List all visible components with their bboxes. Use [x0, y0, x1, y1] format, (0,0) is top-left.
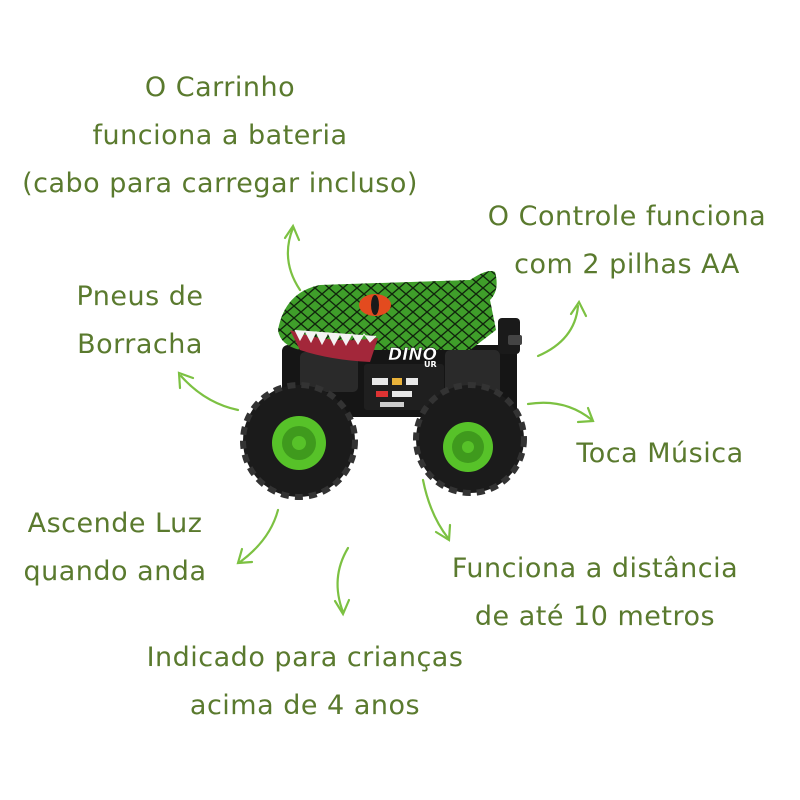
callout-tires: Pneus de Borracha [60, 273, 220, 369]
front-wheel [240, 382, 358, 500]
arrow-light [236, 508, 280, 565]
callout-age-line-1: Indicado para crianças [146, 642, 464, 673]
callout-tires-line-2: Borracha [77, 329, 203, 360]
callout-light-line-2: quando anda [23, 556, 207, 587]
logo-text: DINO [388, 345, 437, 365]
callout-distance-line-1: Funciona a distância [451, 553, 739, 584]
callout-tires-line-1: Pneus de [76, 281, 204, 312]
arrow-remote [536, 299, 588, 358]
callout-light-line-1: Ascende Luz [27, 508, 203, 539]
callout-music: Toca Música [560, 430, 760, 478]
arrow-battery [283, 223, 302, 292]
rear-wheel [413, 382, 527, 496]
callout-battery-line-3: (cabo para carregar incluso) [22, 168, 418, 199]
callout-distance: Funciona a distância de até 10 metros [440, 545, 750, 641]
dino-body [278, 271, 497, 362]
callout-music-line-1: Toca Música [576, 438, 744, 469]
callout-remote: O Controle funciona com 2 pilhas AA [472, 193, 782, 289]
callout-battery: O Carrinho funciona a bateria (cabo para… [0, 64, 440, 208]
callout-battery-line-1: O Carrinho [144, 72, 296, 103]
arrow-music [526, 401, 595, 424]
arrow-distance [421, 478, 452, 542]
callout-distance-line-2: de até 10 metros [474, 601, 716, 632]
arrow-tires [177, 371, 240, 412]
logo-subtext: UR [424, 360, 437, 369]
callout-light: Ascende Luz quando anda [10, 500, 220, 596]
callout-remote-line-2: com 2 pilhas AA [514, 249, 740, 280]
callout-battery-line-2: funciona a bateria [92, 120, 348, 151]
dino-logo: DINO UR [388, 345, 438, 369]
callout-remote-line-1: O Controle funciona [487, 201, 767, 232]
arrow-age [333, 546, 351, 617]
callout-age-line-2: acima de 4 anos [189, 690, 421, 721]
callout-age: Indicado para crianças acima de 4 anos [120, 634, 490, 730]
